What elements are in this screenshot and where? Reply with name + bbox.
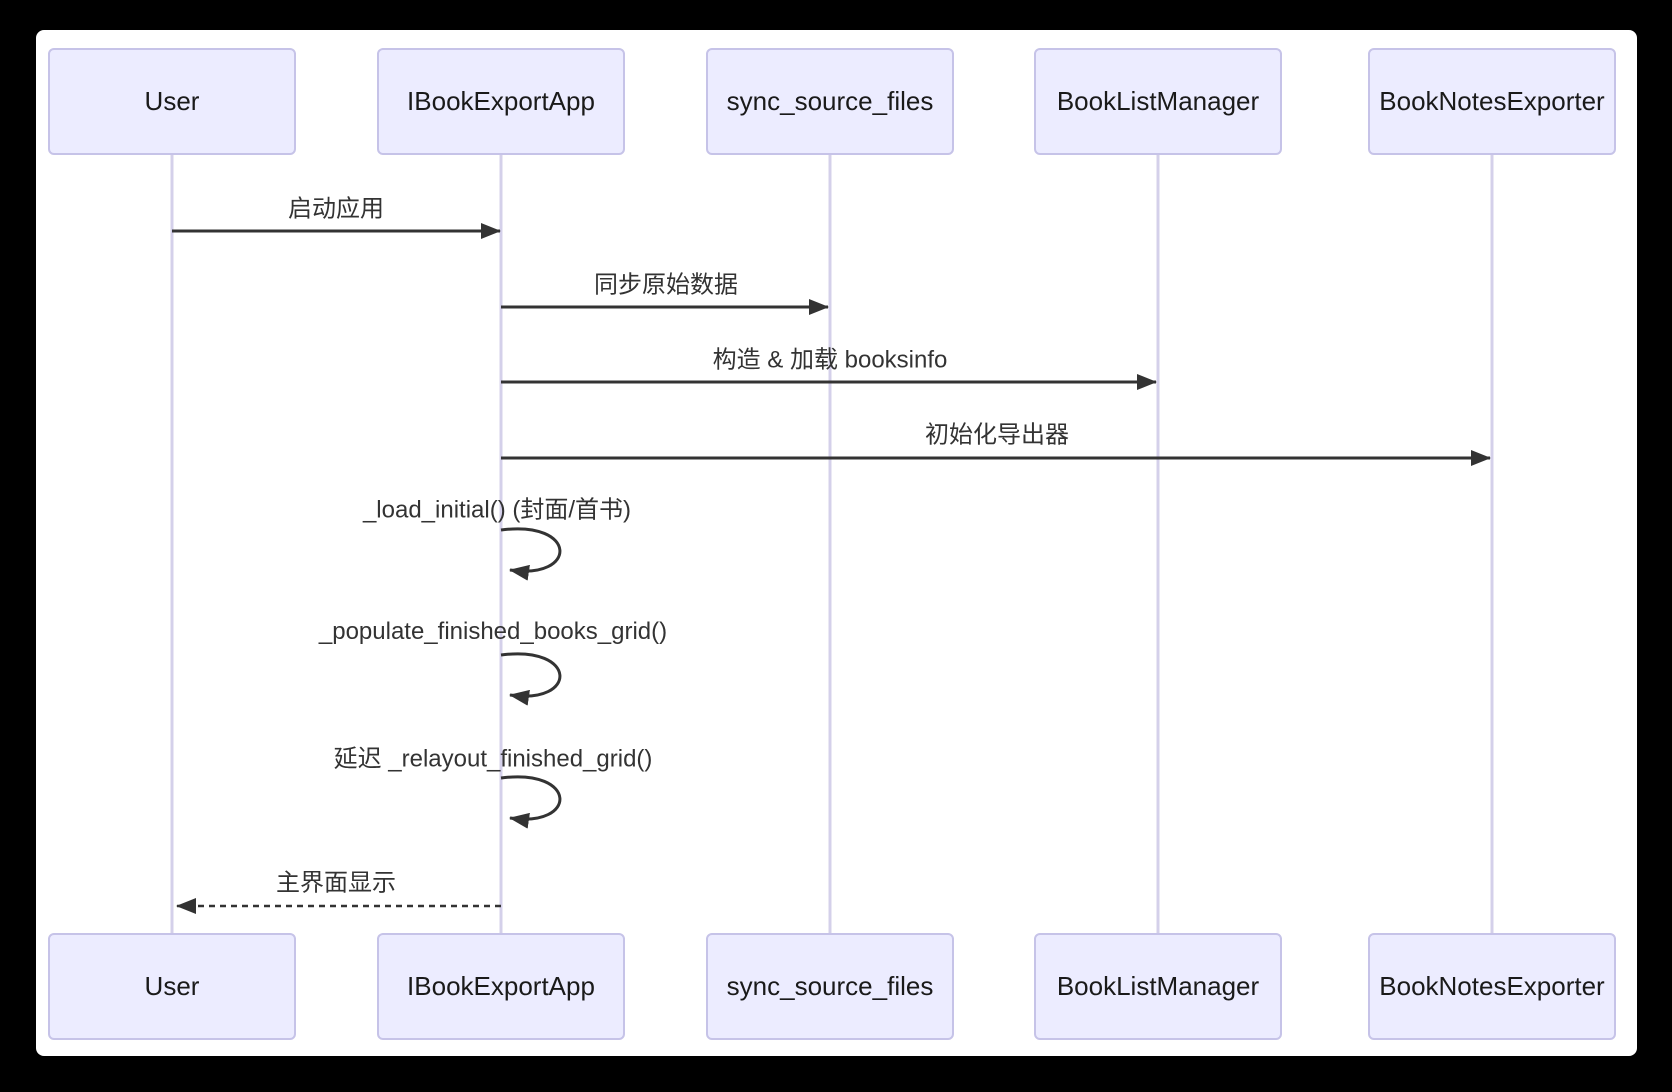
participant-bottom-booknotesexporter: BookNotesExporter [1368, 933, 1616, 1040]
participant-label: BookListManager [1056, 86, 1260, 116]
diagram-canvas [36, 30, 1637, 1056]
participant-top-user: User [48, 48, 296, 155]
participant-label: sync_source_files [726, 971, 934, 1001]
self-loop-load-initial [500, 527, 562, 581]
participant-label: BookListManager [1056, 971, 1260, 1001]
participant-label: User [144, 86, 200, 116]
participant-bottom-sync-source-files: sync_source_files [706, 933, 954, 1040]
message-label-main-ui-shown: 主界面显示 [276, 869, 396, 897]
participant-label: BookNotesExporter [1379, 971, 1605, 1001]
message-label-populate-finished-books-grid: _populate_finished_books_grid() [318, 618, 668, 645]
message-label-load-booksinfo: 构造 & 加载 booksinfo [712, 346, 948, 374]
participant-label: User [144, 971, 200, 1001]
self-loop-populate-finished-books-grid [500, 652, 562, 706]
participant-label: BookNotesExporter [1379, 86, 1605, 116]
message-label-init-exporter: 初始化导出器 [925, 421, 1069, 449]
participant-top-booknotesexporter: BookNotesExporter [1368, 48, 1616, 155]
participant-label: sync_source_files [726, 86, 934, 116]
participant-top-sync-source-files: sync_source_files [706, 48, 954, 155]
participant-bottom-ibookexportapp: IBookExportApp [377, 933, 625, 1040]
participant-top-ibookexportapp: IBookExportApp [377, 48, 625, 155]
message-label-load-initial: _load_initial() (封面/首书) [362, 496, 632, 524]
participant-top-booklistmanager: BookListManager [1034, 48, 1282, 155]
message-label-relayout-finished-grid: 延迟 _relayout_finished_grid() [333, 745, 653, 773]
self-loop-relayout-finished-grid [500, 775, 562, 829]
message-label-sync-source-data: 同步原始数据 [594, 271, 738, 299]
participant-label: IBookExportApp [407, 86, 595, 116]
participant-bottom-booklistmanager: BookListManager [1034, 933, 1282, 1040]
participant-label: IBookExportApp [407, 971, 595, 1001]
message-label-start-app: 启动应用 [288, 195, 384, 223]
participant-bottom-user: User [48, 933, 296, 1040]
